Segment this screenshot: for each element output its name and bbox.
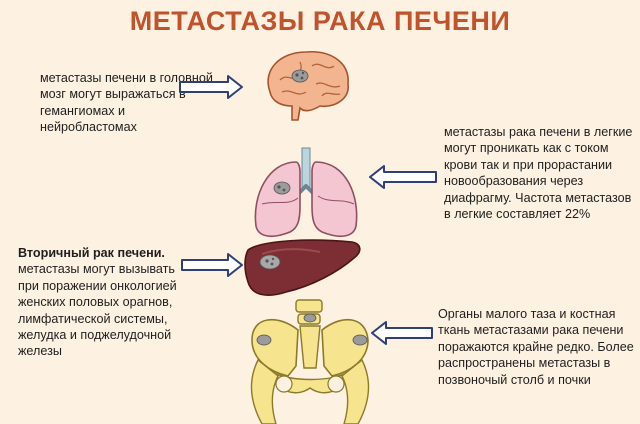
lungs-illustration [254,147,358,238]
arrow-lungs-icon [369,165,437,189]
arrow-pelvis-icon [371,321,433,345]
pelvis-note: Органы малого таза и костная ткань метас… [438,307,634,387]
liver-illustration [244,239,361,296]
page-title: МЕТАСТАЗЫ РАКА ПЕЧЕНИ [129,6,511,36]
brain-illustration [267,51,349,121]
brain-note: метастазы печени в головной мозг могут в… [40,71,213,135]
liver-note-heading: Вторичный рак печени. [18,246,165,260]
pelvis-illustration [250,299,370,424]
arrow-brain-icon [179,75,243,99]
liver-note: метастазы могут вызывать при поражении о… [18,262,177,359]
arrow-liver-icon [181,253,243,277]
liver-note-block: Вторичный рак печени. метастазы могут вы… [18,245,198,360]
lungs-note: метастазы рака печени в легкие могут про… [444,125,633,222]
